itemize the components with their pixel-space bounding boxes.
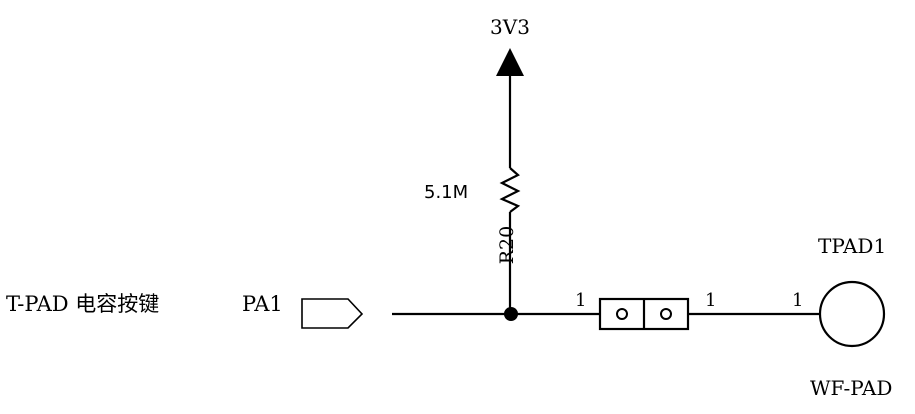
power-arrow-icon [496, 48, 524, 76]
net-port-icon [301, 298, 364, 329]
resistor-ref: R20 [496, 226, 518, 264]
signal-description: T-PAD 电容按键 [6, 292, 159, 316]
resistor-zigzag [499, 167, 521, 213]
pad-pin: 1 [792, 290, 803, 311]
jumper-contact-left-icon [616, 308, 628, 320]
pad-footprint: WF-PAD [810, 376, 892, 400]
junction-dot [504, 307, 518, 321]
pad-ref: TPAD1 [818, 234, 886, 258]
jumper-pin-right: 1 [705, 290, 716, 311]
jumper-contact-right-icon [660, 308, 672, 320]
resistor-value: 5.1M [424, 182, 468, 203]
jumper-pin-left: 1 [575, 290, 586, 311]
power-label: 3V3 [490, 15, 530, 39]
touch-pad-icon [818, 280, 886, 348]
net-label: PA1 [242, 292, 283, 316]
